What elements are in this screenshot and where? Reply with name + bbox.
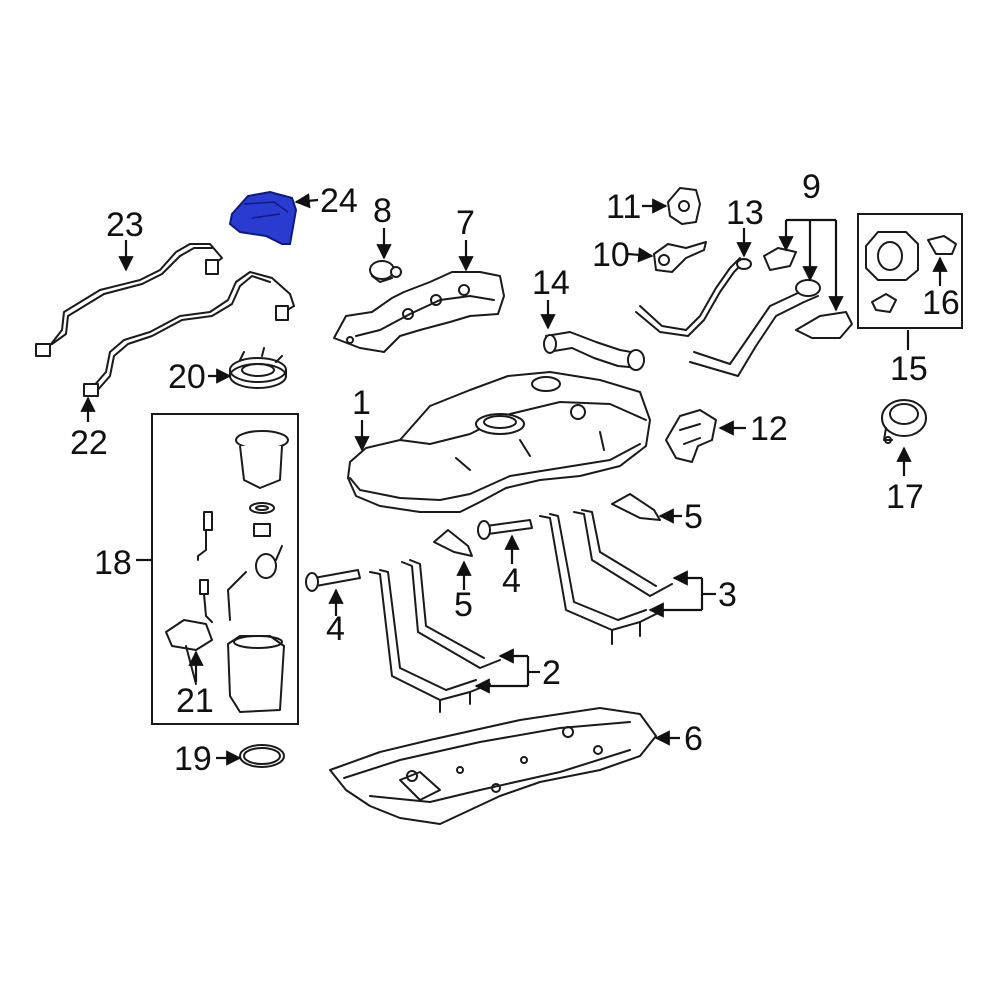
part-7-heat-shield [333,271,505,353]
callout-20: 20 [168,358,206,396]
callout-19: 19 [174,740,212,778]
part-5-pad-right [611,493,661,521]
callout-7: 7 [456,204,475,242]
callout-16: 16 [922,284,960,322]
part-15-filler-neck [865,231,919,313]
part-15-group-box [857,213,963,329]
part-9-filler-pipe [689,247,853,377]
part-5-pad-left [433,529,473,557]
part-20-lock-ring [229,347,287,389]
part-6-skid-plate [329,707,657,825]
part-23-harness [35,243,223,357]
callout-14: 14 [532,264,570,302]
callout-5b: 5 [684,498,703,536]
part-18-pump-assembly [165,430,289,713]
part-18-group-box [151,413,299,725]
callout-6: 6 [684,720,703,758]
part-8-grommet [369,260,402,283]
callout-10: 10 [592,236,630,274]
part-24-highlighted-cover[interactable] [228,190,298,245]
callout-23: 23 [106,206,144,244]
callout-22: 22 [70,424,108,462]
callout-12: 12 [750,410,788,448]
callout-13: 13 [726,194,764,232]
callout-9: 9 [802,168,821,206]
callout-17: 17 [886,478,924,516]
part-22-harness [83,271,295,397]
callout-1: 1 [352,384,371,422]
part-12-protector [665,409,717,463]
part-10-bracket [653,241,707,273]
part-16-latch [927,235,957,255]
callout-21: 21 [176,682,214,720]
part-1-fuel-tank [347,371,651,513]
part-2-tank-strap [369,559,501,713]
part-13-breather-tube [635,257,752,337]
callout-2: 2 [542,654,561,692]
callout-8: 8 [373,192,392,230]
part-4-bolt-upper [477,519,533,540]
callout-4a: 4 [326,610,345,648]
part-11-clamp [667,187,701,225]
part-4-bolt-lower [305,569,361,592]
callout-15: 15 [890,350,928,388]
part-14-hose [543,331,645,371]
part-19-gasket [239,744,285,768]
callout-24: 24 [320,182,358,220]
callout-11: 11 [606,188,641,226]
part-3-tank-strap [539,509,673,645]
part-17-fuel-cap [881,399,927,444]
callout-18: 18 [94,544,132,582]
callout-4b: 4 [502,562,521,600]
callout-3: 3 [718,576,737,614]
callout-5a: 5 [454,586,473,624]
